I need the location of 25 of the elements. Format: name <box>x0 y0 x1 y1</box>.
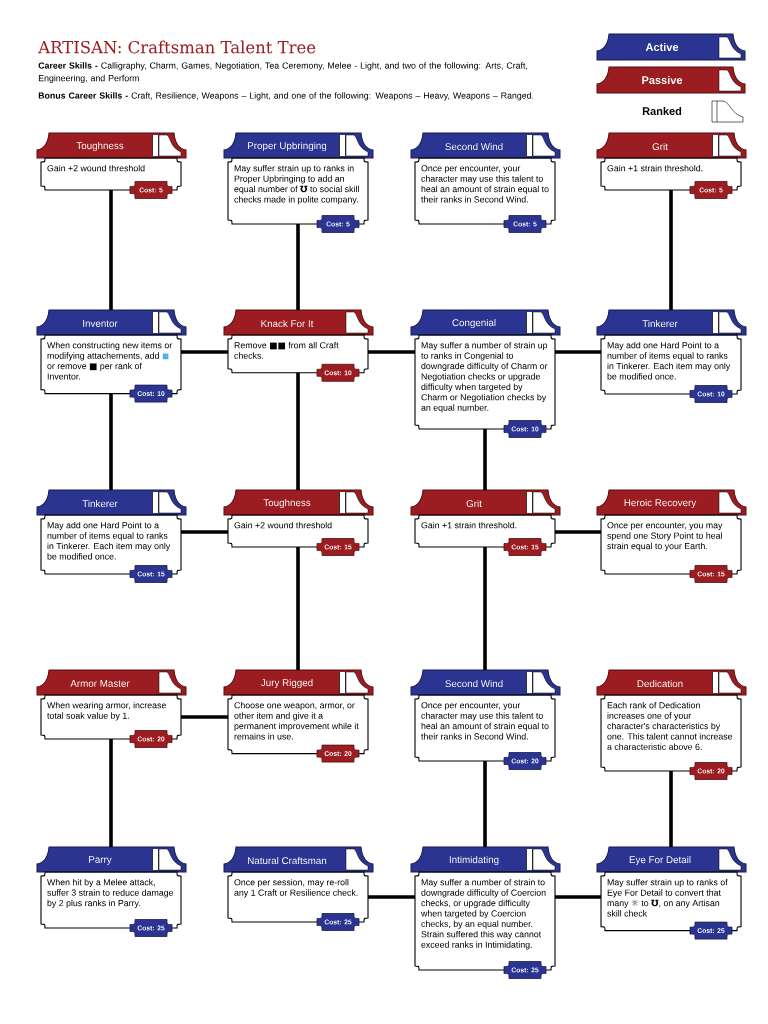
connector-line <box>669 771 673 847</box>
connector-line <box>368 350 415 354</box>
connector-line <box>109 739 113 847</box>
connector-line <box>555 530 601 534</box>
skills-text: Bonus Career Skills - Craft, Resilience, Weapons – Light, and one of the following: Weapons – Heavy, Weapons – Ranged. <box>38 92 534 101</box>
connector-line <box>368 895 415 899</box>
connector-line <box>296 547 300 670</box>
connector-line <box>296 372 300 490</box>
connector-line <box>555 895 601 899</box>
connector-line <box>555 350 601 354</box>
legend-label: Active <box>645 42 679 52</box>
connector-line <box>181 350 228 354</box>
connector-line <box>483 429 487 490</box>
diagram-title: ARTISAN: Craftsman Talent Tree <box>38 40 316 54</box>
connector-line <box>483 547 487 670</box>
connector-line <box>109 190 113 310</box>
connector-line <box>296 224 300 310</box>
legend-label: Passive <box>642 75 683 85</box>
connector-line <box>181 715 228 719</box>
connector-line <box>109 393 113 490</box>
connector-line <box>483 761 487 847</box>
skills-text: Career Skills - Calligraphy, Charm, Games, Negotiation, Tea Ceremony, Melee - Light, and two of the following: Arts, Craft, Engineering, and Perform <box>38 62 528 83</box>
connector-line <box>669 190 673 310</box>
connector-line <box>181 530 228 534</box>
legend-label: Ranked <box>642 106 682 116</box>
